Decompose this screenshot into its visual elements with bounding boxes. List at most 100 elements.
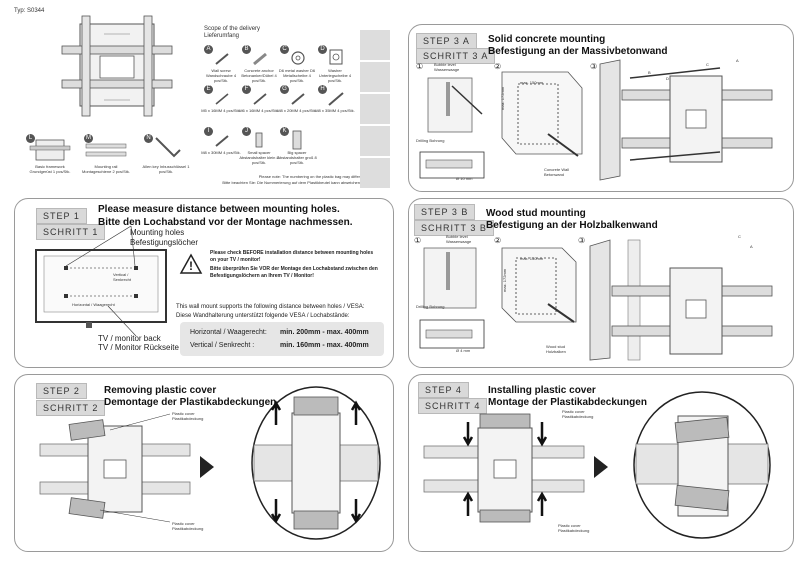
extra-letter-l: L	[26, 134, 35, 143]
part-letter-h: H	[318, 85, 327, 94]
step1-title-de: Bitte den Lochabstand vor der Montage na…	[98, 217, 353, 228]
step3b-diameter: Ø 4 mm	[456, 348, 471, 353]
svg-text:!: !	[189, 259, 193, 273]
step3b-tab: STEP 3 B	[414, 204, 476, 220]
step3b-title-de: Befestigung an der Holzbalkenwand	[486, 220, 658, 231]
step3b-install-illustration	[589, 239, 773, 361]
part-g: G M8 x 20MM 4 pcs/Stk.	[277, 84, 317, 120]
step3a-bubble: Bubble level Wasserwaage	[434, 62, 460, 72]
step3a-mark-d: D	[666, 76, 669, 81]
part-j: J Small spacer Abstandshalter klein 8 pc…	[239, 126, 279, 165]
step1-title-en: Please measure distance between mounting…	[98, 204, 340, 215]
extra-letter-n: N	[144, 134, 153, 143]
washer-icon	[329, 49, 343, 65]
part-letter-k: K	[280, 127, 289, 136]
scope-note-de: Bitte beachten Sie: Die Nummerierung auf…	[222, 180, 360, 185]
part-cap-b: Concrete anchor Betonanker/Dübel 4 pcs/S…	[241, 68, 277, 83]
wall-screw-icon	[215, 53, 229, 65]
step2-title-en: Removing plastic cover	[104, 385, 217, 396]
step1-vesa-de: Diese Wandhalterung unterstützt folgende…	[176, 313, 350, 319]
extra-cap-n: Allen key Inbusschlüssel 1 pcs/Stk.	[142, 164, 190, 174]
extra-cap-l: Basic framework Grundgerüst 1 pcs/Stk.	[29, 164, 71, 174]
step4-tab-de: SCHRITT 4	[418, 398, 488, 414]
step1-warning-de: Bitte überprüfen Sie VOR der Montage den…	[210, 266, 378, 279]
step3a-diameter: Ø 10 mm	[456, 176, 473, 181]
step3b-num3: ③	[578, 236, 586, 245]
warning-triangle-icon: !	[179, 253, 203, 274]
step3b-wall-label: Wood stud Holzbalken	[546, 344, 566, 354]
step3a-num1: ①	[416, 62, 424, 71]
part-letter-d: D	[318, 45, 327, 54]
part-cap-i: M8 x 30MM 4 pcs/Stk.	[201, 150, 241, 155]
step3b-max-width: max. 150mm	[520, 256, 544, 261]
step2-tab: STEP 2	[36, 383, 87, 399]
step1-warning-en: Please check BEFORE installation distanc…	[210, 250, 374, 263]
part-cap-f: M6 x 16MM 4 pcs/Stk.	[239, 108, 279, 113]
tool-screwdriver-icon	[360, 62, 390, 92]
step3a-num2: ②	[494, 62, 502, 71]
screw-m8-long-icon	[328, 92, 344, 106]
step3a-tab: STEP 3 A	[416, 33, 477, 49]
part-letter-g: G	[280, 85, 289, 94]
screw-m5-icon	[215, 93, 229, 105]
small-spacer-icon	[255, 132, 263, 148]
step1-h-label: Horizontal / Waagerecht:	[190, 329, 267, 336]
big-spacer-icon	[292, 130, 302, 150]
part-cap-k: Big spacer Abstandshalter groß 8 pcs/Stk…	[277, 150, 317, 165]
step2-detail-circle	[251, 386, 381, 540]
part-cap-e: M5 x 16MM 4 pcs/Stk.	[201, 108, 241, 113]
step3b-num2: ②	[494, 236, 502, 245]
part-letter-a: A	[204, 45, 213, 54]
step3a-drill-hole-detail	[419, 151, 485, 179]
step3a-title-en: Solid concrete mounting	[488, 34, 606, 45]
part-d: D Washer Unterlegscheibe 4 pcs/Stk.	[316, 44, 352, 83]
step4-cover-bottom: Plastic cover Plastikabdeckung	[558, 523, 590, 533]
step4-mount-illustration	[423, 413, 585, 523]
step4-title-de: Montage der Plastikabdeckungen	[488, 397, 647, 408]
step1-holes-en: Mounting holes	[130, 228, 185, 237]
step1-h-value: min. 200mm - max. 400mm	[280, 329, 369, 336]
step3a-max-width: max. 150mm	[520, 80, 544, 85]
step3a-install-illustration	[599, 59, 773, 181]
step3a-mark-b: B	[648, 70, 651, 75]
step2-title-de: Demontage der Plastikabdeckungen	[104, 397, 277, 408]
step3a-marking-illustration	[501, 71, 583, 157]
step3b-drill-hole-detail	[419, 319, 485, 349]
wall-mount-product-illustration	[61, 15, 173, 117]
step3b-marking-illustration	[501, 247, 577, 323]
step1-v-label: Vertical / Senkrecht :	[190, 342, 255, 349]
step1-tab-de: SCHRITT 1	[36, 224, 106, 240]
part-cap-h: M8 x 35MM 4 pcs/Stk.	[315, 108, 355, 113]
part-i: I M8 x 30MM 4 pcs/Stk.	[201, 126, 241, 162]
step3a-num3: ③	[590, 62, 598, 71]
step3b-drilling: Drilling Bohrung	[416, 304, 445, 309]
step3a-mark-a: A	[736, 58, 739, 63]
part-letter-b: B	[242, 45, 251, 54]
concrete-anchor-icon	[253, 52, 267, 66]
screw-m8-short-icon	[291, 93, 305, 105]
step3b-bubble: Bubble level Wasserwaage	[446, 234, 472, 244]
step3a-title-de: Befestigung an der Massivbetonwand	[488, 46, 668, 57]
step4-next-arrow-icon	[594, 456, 608, 478]
part-h: H M8 x 35MM 4 pcs/Stk.	[315, 84, 355, 120]
tool-drill-icon	[360, 94, 390, 124]
step2-tab-de: SCHRITT 2	[36, 400, 106, 416]
part-k: K Big spacer Abstandshalter groß 8 pcs/S…	[277, 126, 317, 165]
step1-tv-en: TV / monitor back	[98, 334, 161, 343]
step4-tab: STEP 4	[418, 382, 469, 398]
step2-mount-illustration	[39, 413, 191, 523]
tools-strip	[360, 30, 392, 190]
screw-m8-30-icon	[215, 135, 229, 147]
step3a-max-height: max. 172mm	[500, 86, 505, 110]
part-cap-c: D6 metal washer D6 Metallscheibe 4 pcs/S…	[278, 68, 316, 83]
step3b-level-illustration	[423, 247, 477, 309]
step3b-title-en: Wood stud mounting	[486, 208, 586, 219]
allen-key-illustration	[155, 137, 181, 158]
part-cap-d: Washer Unterlegscheibe 4 pcs/Stk.	[318, 68, 352, 83]
tv-back-illustration	[35, 225, 167, 337]
tool-persons-icon	[360, 158, 390, 188]
part-cap-g: M8 x 20MM 4 pcs/Stk.	[277, 108, 317, 113]
part-letter-j: J	[242, 127, 251, 136]
step1-holes-de: Befestigungslöcher	[130, 238, 199, 247]
step3b-num1: ①	[414, 236, 422, 245]
